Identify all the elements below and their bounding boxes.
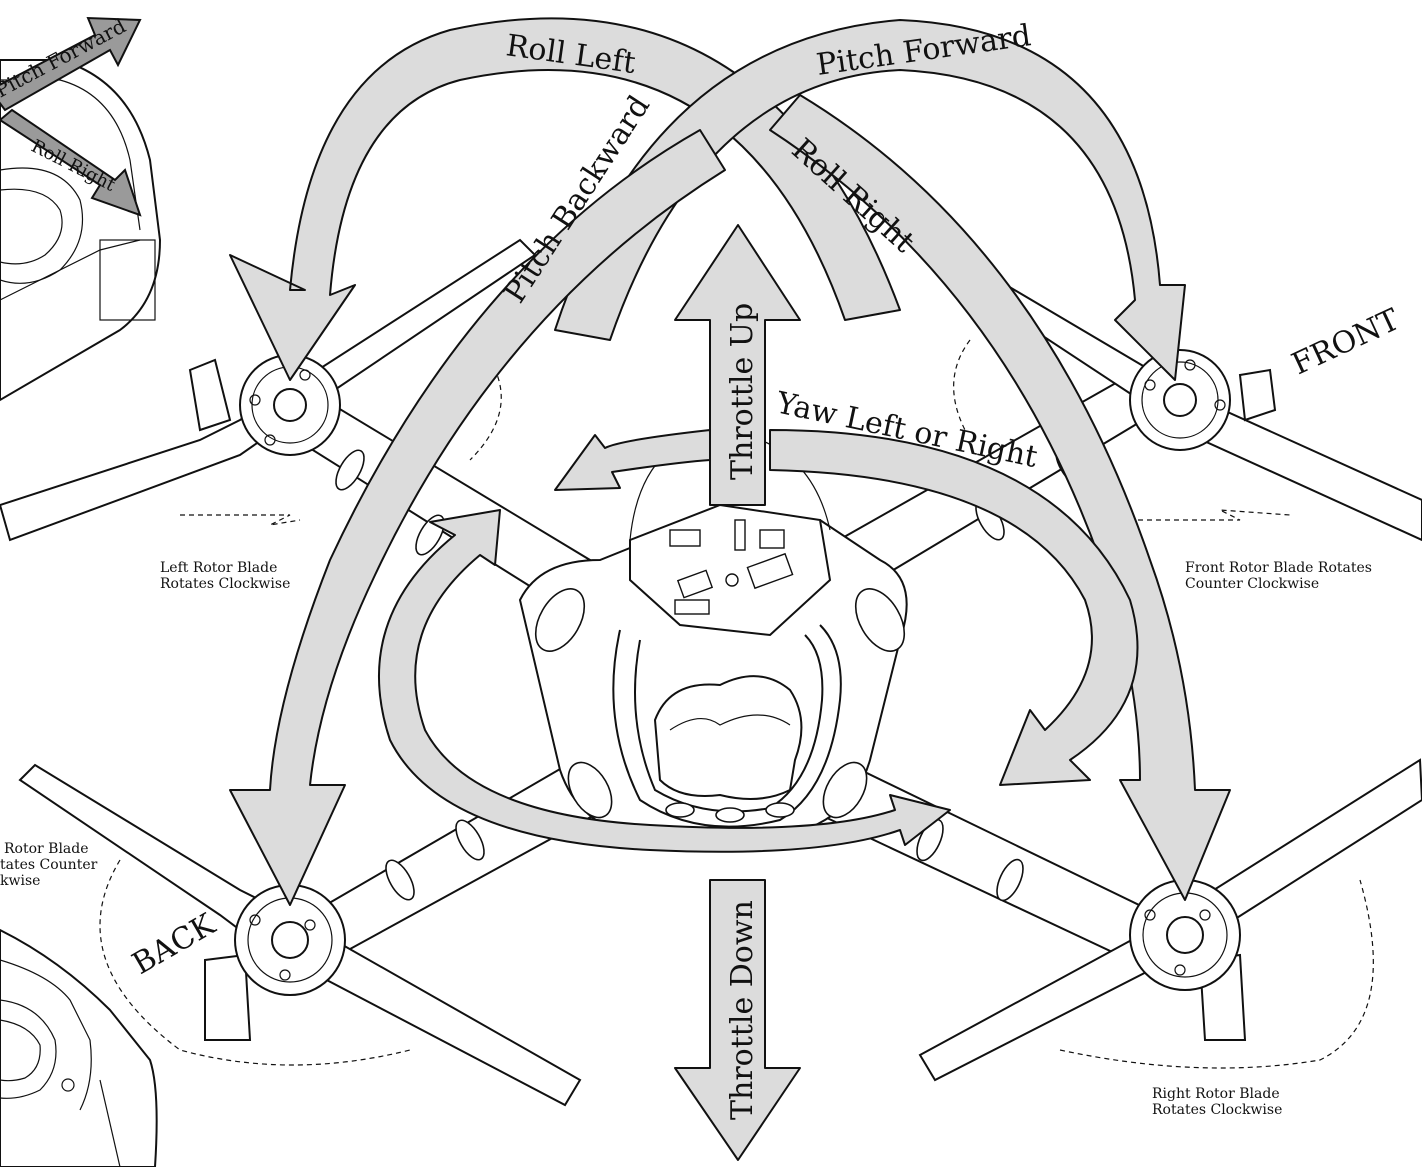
left-rotor-caption: Left Rotor Blade Rotates Clockwise <box>160 560 290 592</box>
front-rotor-caption-line2: Counter Clockwise <box>1185 576 1319 592</box>
front-label: FRONT <box>1287 302 1405 382</box>
right-rotor-caption-line1: Right Rotor Blade <box>1152 1086 1280 1102</box>
back-rotor-caption: Rotor Blade tates Counter kwise <box>0 841 98 889</box>
throttle-down-label: Throttle Down <box>725 900 760 1120</box>
back-rotor-caption-line3: kwise <box>0 873 40 889</box>
front-rotor-caption: Front Rotor Blade Rotates Counter Clockw… <box>1185 560 1372 592</box>
left-rotor-caption-line1: Left Rotor Blade <box>160 560 277 576</box>
front-rotor-caption-line1: Front Rotor Blade Rotates <box>1185 560 1372 576</box>
remote-controller-bottom <box>0 930 157 1167</box>
throttle-down-arrow: Throttle Down <box>675 880 800 1160</box>
remote-controller-top <box>0 60 160 400</box>
back-rotor-caption-line1: Rotor Blade <box>4 841 89 857</box>
back-rotor-caption-line2: tates Counter <box>0 857 98 873</box>
left-rotor-caption-line2: Rotates Clockwise <box>160 576 290 592</box>
throttle-up-label: Throttle Up <box>725 303 760 480</box>
right-rotor-caption: Right Rotor Blade Rotates Clockwise <box>1152 1086 1282 1118</box>
right-rotor-caption-line2: Rotates Clockwise <box>1152 1102 1282 1118</box>
